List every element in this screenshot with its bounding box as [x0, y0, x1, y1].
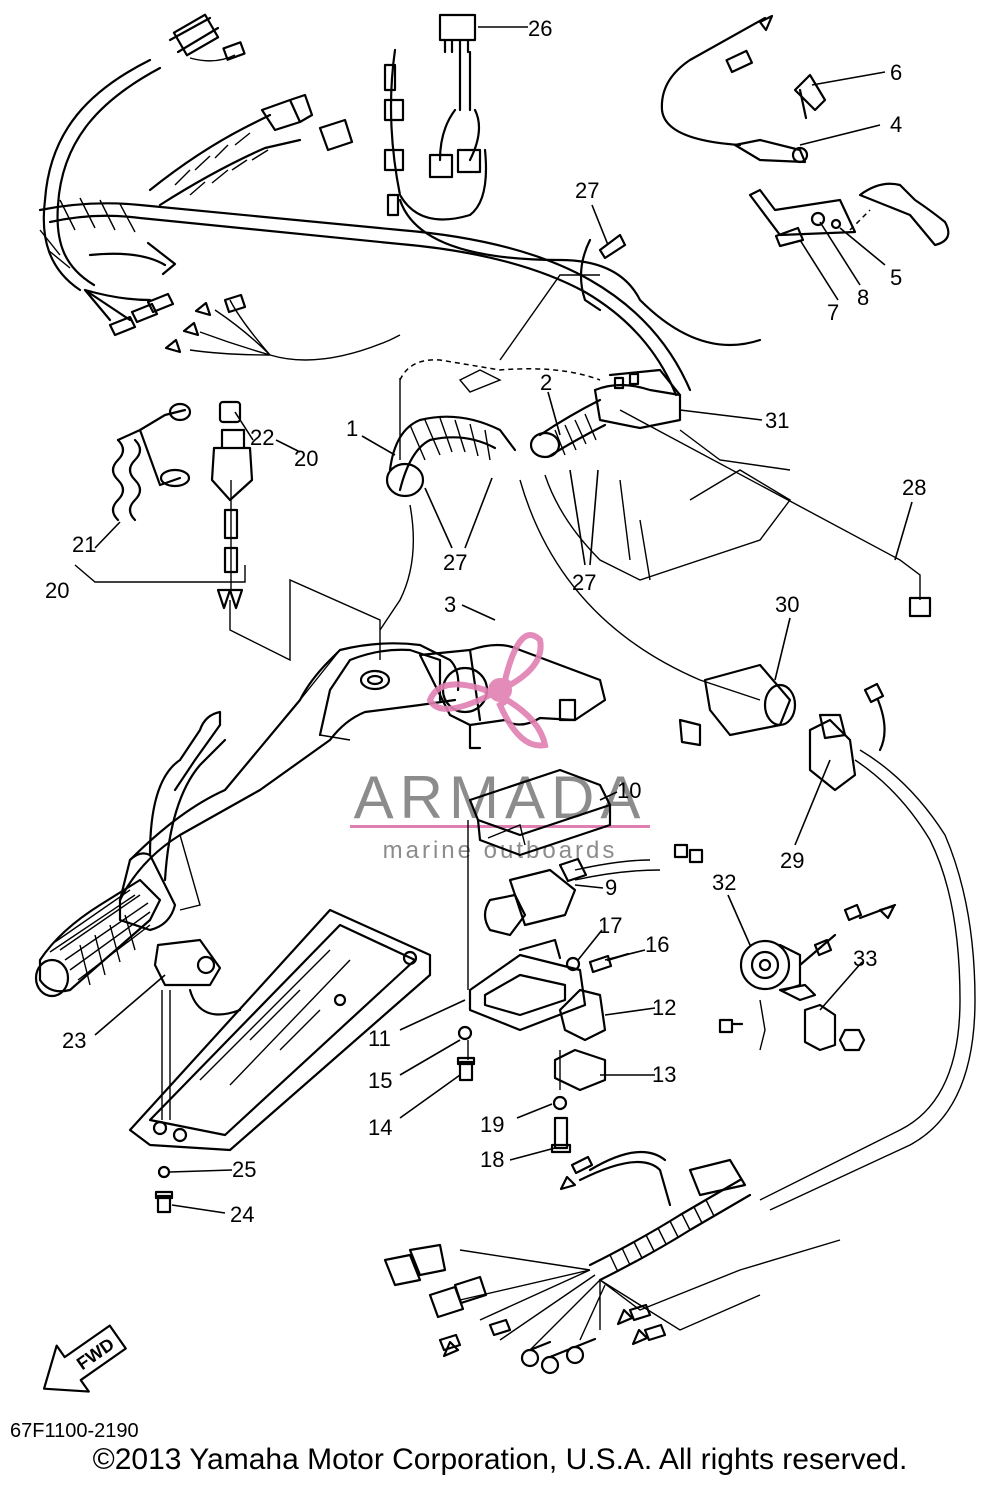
callout-27a: 27 [575, 178, 599, 203]
svg-text:marine outboards: marine outboards [383, 837, 618, 864]
copyright-notice: ©2013 Yamaha Motor Corporation, U.S.A. A… [92, 1443, 908, 1476]
callout-31: 31 [765, 408, 789, 433]
callout-18: 18 [480, 1147, 504, 1172]
callout-25: 25 [232, 1157, 256, 1182]
callout-8: 8 [857, 285, 869, 310]
callout-17: 17 [598, 913, 622, 938]
catalog-number: 67F1100-2190 [10, 1420, 139, 1442]
callout-7: 7 [827, 300, 839, 325]
switch-9 [483, 843, 704, 937]
callout-21: 21 [72, 532, 96, 557]
callout-1: 1 [346, 416, 358, 441]
fwd-arrow: FWD [42, 1324, 127, 1393]
base-plate [128, 908, 432, 1214]
callout-numbers: 1 2 3 4 5 6 7 8 9 10 11 12 13 14 15 16 1… [45, 16, 926, 1227]
cover-10 [468, 768, 612, 857]
callout-15: 15 [368, 1068, 392, 1093]
neutral-switch-group [660, 14, 950, 248]
svg-text:ARMADA: ARMADA [354, 764, 647, 831]
buzzer-32-33 [718, 903, 897, 1052]
callout-27c: 27 [572, 570, 596, 595]
svg-text:FWD: FWD [73, 1334, 118, 1374]
callout-14: 14 [368, 1115, 392, 1140]
parts-29-30 [519, 479, 976, 1211]
engine-bracket-outline [399, 359, 792, 581]
cable-28 [619, 409, 932, 618]
callout-27b: 27 [443, 550, 467, 575]
callout-16: 16 [645, 932, 669, 957]
callout-26: 26 [528, 16, 552, 41]
callout-11: 11 [368, 1026, 391, 1051]
callout-32: 32 [712, 870, 736, 895]
callout-13: 13 [652, 1062, 676, 1087]
upper-left-harness [38, 13, 692, 397]
callout-5: 5 [890, 265, 902, 290]
screws-18-19 [550, 1095, 572, 1154]
callout-6: 6 [890, 60, 902, 85]
callout-19: 19 [480, 1112, 504, 1137]
callout-22: 22 [250, 425, 274, 450]
callout-20a: 20 [294, 446, 318, 471]
connector-26 [383, 13, 762, 347]
callout-9: 9 [605, 875, 617, 900]
grommets-and-bands [385, 233, 682, 498]
callout-29: 29 [780, 848, 804, 873]
watermark-logo [426, 632, 549, 749]
callout-3: 3 [444, 592, 456, 617]
assembly-lines [161, 274, 600, 1120]
lower-harness [383, 1150, 841, 1375]
callout-20b: 20 [45, 578, 69, 603]
stop-switch-group [74, 400, 254, 610]
callout-23: 23 [62, 1028, 86, 1053]
callout-2: 2 [540, 370, 552, 395]
callout-24: 24 [230, 1202, 254, 1227]
holder-11-12-13 [456, 938, 630, 1092]
callout-12: 12 [652, 995, 676, 1020]
watermark-text: ARMADA marine outboards [350, 764, 650, 864]
callout-4: 4 [890, 112, 902, 137]
callout-28: 28 [902, 475, 926, 500]
callout-33: 33 [853, 946, 877, 971]
leader-lines [94, 26, 913, 1214]
callout-30: 30 [775, 592, 799, 617]
callout-10: 10 [617, 778, 641, 803]
